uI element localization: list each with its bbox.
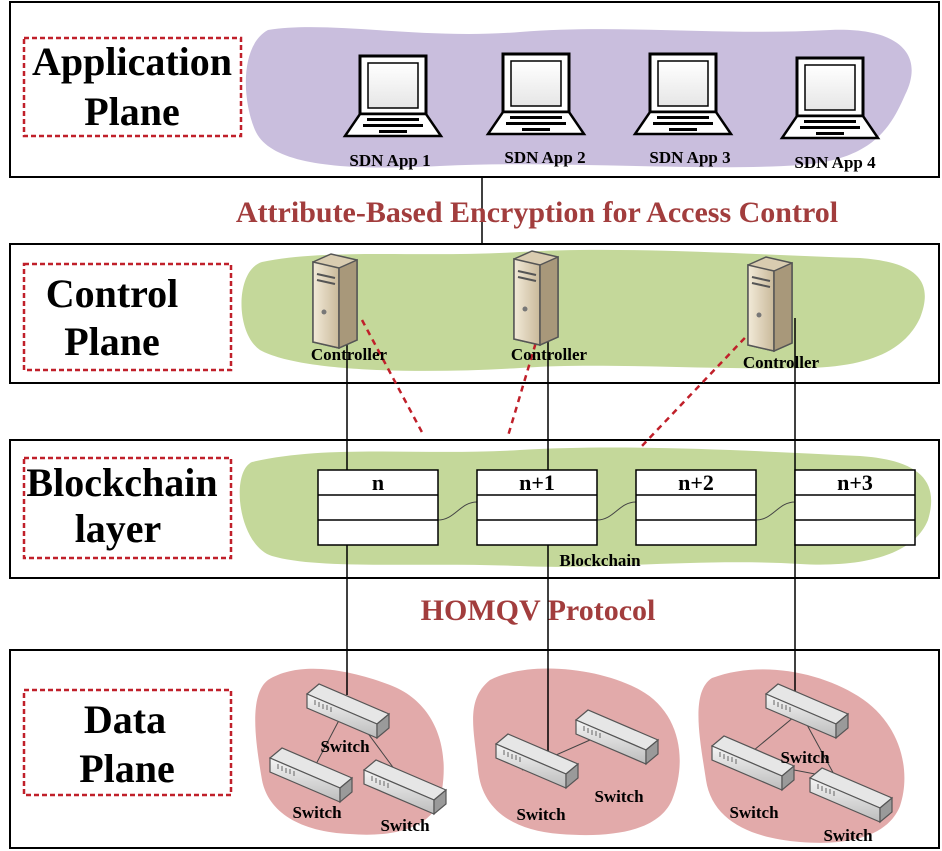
switch-label-5: Switch [594, 787, 644, 806]
chain-link-2-3 [596, 501, 637, 521]
blockchain-layer-frame [9, 439, 940, 579]
server-icon [747, 256, 793, 352]
blockchain-label-box [22, 456, 233, 560]
control-plane-label-line1: Control [46, 271, 179, 316]
app-label-3: SDN App 3 [649, 148, 730, 167]
monitor-icon [486, 52, 586, 136]
monitor-icon [633, 52, 733, 136]
block-n-plus-2 [635, 469, 757, 546]
controller-label-1: Controller [311, 345, 388, 364]
switch-label-1: Switch [320, 737, 370, 756]
app-label-2: SDN App 2 [504, 148, 585, 167]
blockchain-caption: Blockchain [559, 551, 641, 570]
application-plane-label-line1: Application [32, 39, 232, 84]
switch-label-2: Switch [292, 803, 342, 822]
controller3-blockchain-link [639, 321, 761, 449]
application-plane-label-line2: Plane [84, 89, 180, 134]
abe-protocol-label: Attribute-Based Encryption for Access Co… [236, 196, 838, 229]
block-label-2: n+1 [519, 470, 555, 495]
blockchain-layer-label-line2: layer [75, 506, 162, 551]
switch-label-7: Switch [729, 803, 779, 822]
switch-label-6: Switch [780, 748, 830, 767]
control-layer-frame [9, 243, 940, 384]
switch-label-4: Switch [516, 805, 566, 824]
data-plane-label-line1: Data [84, 697, 166, 742]
switch-label-3: Switch [380, 816, 430, 835]
block-n-plus-1 [476, 469, 598, 546]
chain-link-1-2 [437, 501, 478, 521]
control-label-box [22, 262, 233, 372]
app-label-4: SDN App 4 [794, 153, 876, 172]
server-icon [312, 253, 358, 349]
application-label-box [22, 36, 243, 138]
monitor-icon [780, 56, 880, 140]
controller-label-3: Controller [743, 353, 820, 372]
block-label-4: n+3 [837, 470, 873, 495]
data-label-box [22, 688, 233, 797]
block-label-3: n+2 [678, 470, 714, 495]
block-label-1: n [372, 470, 384, 495]
application-layer-frame [9, 1, 940, 178]
blockchain-layer-label-line1: Blockchain [26, 460, 217, 505]
monitor-icon [343, 54, 443, 138]
block-n-plus-3 [794, 469, 916, 546]
block-n [317, 469, 439, 546]
chain-link-3-4 [755, 501, 796, 521]
homqv-protocol-label: HOMQV Protocol [421, 594, 656, 627]
controller-label-2: Controller [511, 345, 588, 364]
data-cloud-2 [473, 668, 680, 836]
data-plane-label-line2: Plane [79, 746, 175, 791]
server-icon [513, 250, 559, 346]
control-plane-label-line2: Plane [64, 319, 160, 364]
app-label-1: SDN App 1 [349, 151, 430, 170]
data-layer-frame [9, 649, 940, 849]
switch-label-8: Switch [823, 826, 873, 845]
